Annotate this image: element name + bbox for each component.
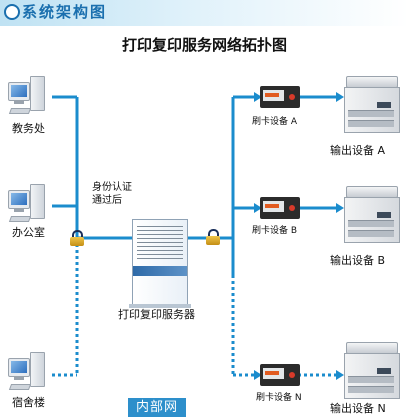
copier-icon <box>344 186 400 246</box>
lock-icon <box>206 229 220 245</box>
client-label: 宿舍楼 <box>12 396 45 409</box>
print-server-icon <box>129 219 191 308</box>
header-bar: 系统架构图 <box>0 0 409 26</box>
arrow-card-n <box>254 370 262 380</box>
computer-icon <box>8 76 48 116</box>
card-reader-icon <box>260 364 300 386</box>
copier-icon <box>344 76 400 136</box>
arrow-output-n <box>336 370 344 380</box>
computer-icon <box>8 184 48 224</box>
lan-label: 内部网 <box>128 398 186 417</box>
computer-icon <box>8 352 48 392</box>
card-reader-icon <box>260 86 300 108</box>
arrow-output-a <box>336 92 344 102</box>
card-reader-label: 刷卡设备 A <box>252 117 298 127</box>
arrow-card-a <box>254 92 262 102</box>
header-title: 系统架构图 <box>22 3 108 21</box>
output-label: 输出设备 N <box>330 402 386 415</box>
output-label: 输出设备 B <box>330 254 386 267</box>
client-label: 教务处 <box>12 122 45 135</box>
card-reader-label: 刷卡设备 B <box>252 226 298 236</box>
output-label: 输出设备 A <box>330 144 386 157</box>
copier-icon <box>344 342 400 402</box>
server-label: 打印复印服务器 <box>118 308 195 321</box>
arrow-output-b <box>336 203 344 213</box>
card-reader-icon <box>260 197 300 219</box>
auth-note: 身份认证通过后 <box>92 182 132 206</box>
client-label: 办公室 <box>12 226 45 239</box>
header-ring-icon <box>4 4 20 20</box>
card-reader-label: 刷卡设备 N <box>256 393 302 403</box>
diagram-title: 打印复印服务网络拓扑图 <box>121 36 287 54</box>
arrow-card-b <box>254 203 262 213</box>
lock-icon <box>70 230 84 246</box>
